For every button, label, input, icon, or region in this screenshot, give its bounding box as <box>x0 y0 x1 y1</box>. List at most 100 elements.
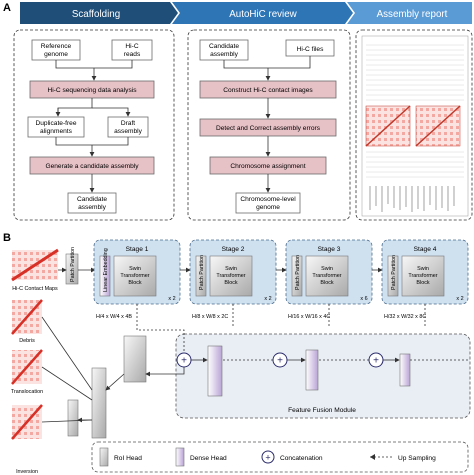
stage-3-merge-block <box>291 255 303 297</box>
debris-map <box>11 299 43 335</box>
stage-4-dims: H/32 x W/32 x 8C <box>384 314 426 320</box>
hic-analysis-text: Hi-C sequencing data analysis <box>47 87 137 94</box>
translocation-map <box>11 349 43 385</box>
stage-3-mult: x 6 <box>360 296 367 302</box>
swin-block-3 <box>305 255 349 297</box>
candidate-assembly-box <box>67 192 117 214</box>
detect-text: Detect and Correct assembly errors <box>216 125 321 132</box>
stage-2-mult: x 2 <box>264 296 271 302</box>
connector-review-inputs <box>223 56 311 69</box>
legend-concat-icon: + <box>261 450 275 464</box>
chromosome-level-box <box>235 192 301 214</box>
inversion-map <box>11 404 43 440</box>
plus-icon: + <box>373 356 379 367</box>
line-transloc <box>41 366 93 401</box>
legend-upsample-text: Up Sampling <box>398 455 436 462</box>
fusion-block-1 <box>207 345 223 397</box>
linear-embedding-text: Linear Embedding <box>103 248 109 292</box>
header-autohic-review: AutoHiC review <box>172 2 353 24</box>
header-assembly-report: Assembly report <box>347 2 472 24</box>
report-heatmap-diag-1 <box>365 105 411 147</box>
svg-text:+: + <box>265 453 270 463</box>
chromosome-assignment-text: Chromosome assignment <box>230 163 305 170</box>
stage-4-merge-text: Patch Partition <box>391 255 397 290</box>
header-scaffolding-text: Scaffolding <box>72 9 120 20</box>
legend-frame <box>91 441 469 473</box>
patch-partition-text: Patch Partition <box>70 247 76 282</box>
swin-block-4 <box>401 255 445 297</box>
arrow-split-right <box>92 107 131 117</box>
swin-block-1 <box>113 255 157 297</box>
generate-text: Generate a candidate assembly <box>45 163 139 170</box>
review-frame <box>187 29 351 221</box>
hic-contact-map <box>11 248 59 282</box>
concat-1: + <box>176 352 192 368</box>
feature-fusion-label: Feature Fusion Module <box>288 407 356 414</box>
stage-1-title: Stage 1 <box>126 246 149 253</box>
stage-2-dims: H/8 x W/8 x 2C <box>192 314 228 320</box>
stage-4-title: Stage 4 <box>414 246 437 253</box>
debris-label: Debris <box>19 338 35 344</box>
dense-head-top <box>123 335 147 383</box>
plus-icon: + <box>181 356 187 367</box>
output-block <box>67 399 79 437</box>
stage-4-mult: x 2 <box>456 296 463 302</box>
stage-4-merge-block <box>387 255 399 297</box>
concat-2: + <box>272 352 288 368</box>
panel-b-label: B <box>3 232 11 244</box>
feature-fusion-frame <box>175 333 471 419</box>
stage-1-dims: H/4 x W/4 x 4B <box>96 314 132 320</box>
fusion-block-3 <box>399 353 411 387</box>
legend-roi-icon <box>99 447 109 467</box>
swin-block-2 <box>209 255 253 297</box>
inversion-label: Inversion <box>16 469 38 475</box>
stage-2-merge-block <box>195 255 207 297</box>
panel-a-label: A <box>3 2 11 14</box>
tap-stage-1 <box>136 304 185 352</box>
arrow-split-left <box>57 98 93 116</box>
report-heatmap-diag-2 <box>415 105 461 147</box>
stage-3-merge-text: Patch Partition <box>295 255 301 290</box>
scaffolding-frame <box>13 29 175 221</box>
arrow-to-dense <box>145 367 185 377</box>
stage-2-title: Stage 2 <box>222 246 245 253</box>
hic-files-text: Hi-C files <box>297 46 324 53</box>
linear-embedding-block <box>99 255 111 297</box>
report-bar-chart <box>369 186 455 212</box>
stage-1-mult: x 2 <box>168 296 175 302</box>
arrow-to-roi <box>105 373 125 391</box>
report-error-table <box>366 151 464 178</box>
legend-upsample-arrowhead <box>370 454 375 460</box>
report-frame <box>355 29 473 221</box>
stage-3-title: Stage 3 <box>318 246 341 253</box>
stage-2-merge-text: Patch Partition <box>199 255 205 290</box>
line-debris <box>41 316 93 391</box>
hic-contact-map-label: Hi-C Contact Maps <box>12 286 58 292</box>
header-report-text: Assembly report <box>377 9 448 20</box>
translocation-label: Translocation <box>11 389 43 395</box>
header-scaffolding: Scaffolding <box>20 2 178 24</box>
roi-head-block <box>91 367 107 439</box>
report-table <box>366 44 464 101</box>
stage-3-dims: H/16 x W/16 x 4C <box>288 314 330 320</box>
construct-text: Construct Hi-C contact images <box>223 87 313 94</box>
concat-3: + <box>368 352 384 368</box>
plus-icon: + <box>277 356 283 367</box>
connector-inputs <box>55 60 133 69</box>
connector-dup-draft <box>55 137 129 146</box>
